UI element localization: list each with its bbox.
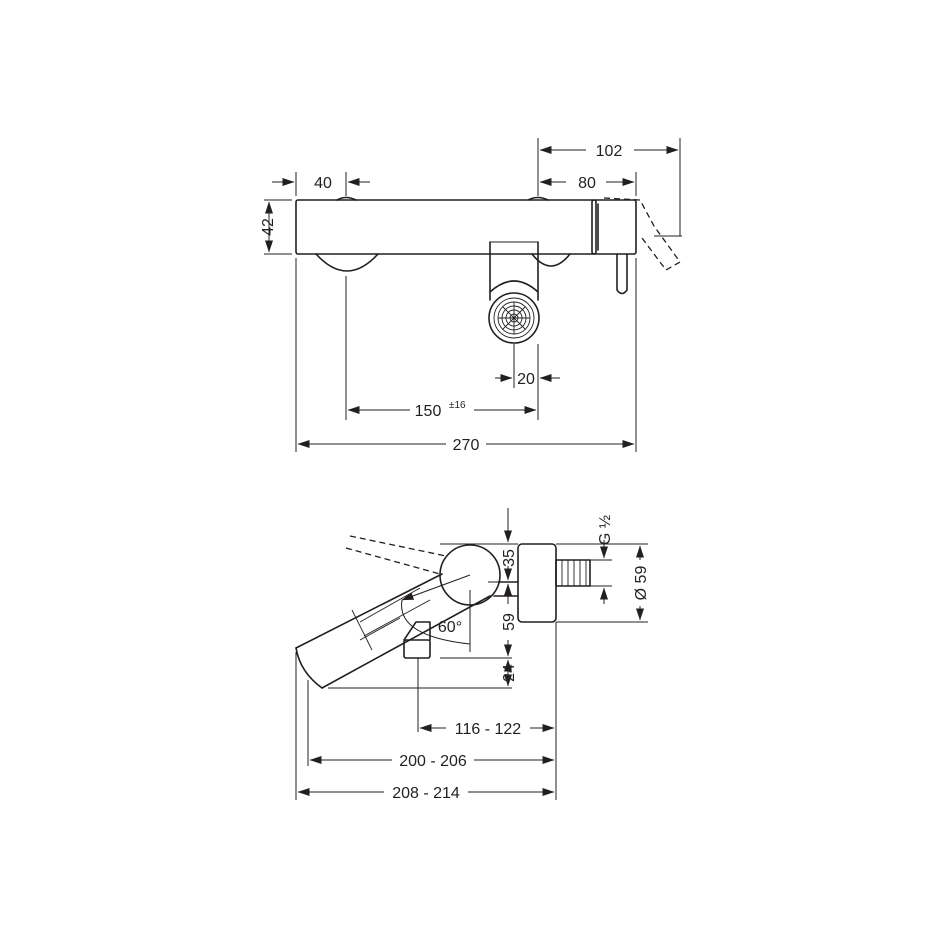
- dim-42: 42: [260, 201, 277, 253]
- dim-24: 24: [501, 659, 518, 687]
- dim-80: 80: [539, 175, 635, 192]
- dim-label-208-214: 208 - 214: [392, 785, 460, 802]
- dim-label-59-vertical: 59: [501, 613, 518, 631]
- dim-thread: G ½: [597, 515, 614, 604]
- dim-116-122: 116 - 122: [419, 721, 555, 738]
- dim-59-vertical: 59: [501, 583, 518, 657]
- spout-nozzle: [403, 621, 431, 659]
- lever-handle: [591, 197, 682, 295]
- dim-label-angle: 60°: [438, 619, 462, 636]
- dim-label-35: 35: [501, 549, 518, 567]
- dim-200-206: 200 - 206: [309, 753, 555, 770]
- dim-label-thread: G ½: [597, 515, 614, 545]
- dim-40: 40: [272, 175, 370, 192]
- side-view: 60° 35 59 2: [295, 508, 650, 802]
- dim-label-150: 150: [415, 403, 442, 420]
- dim-label-116-122: 116 - 122: [455, 721, 522, 738]
- dim-tolerance-150: ±16: [449, 400, 466, 411]
- mixer-body: [295, 196, 597, 301]
- dim-270: 270: [297, 437, 635, 454]
- dim-label-200-206: 200 - 206: [399, 753, 467, 770]
- dim-label-102: 102: [596, 143, 623, 160]
- lever-dashed: [345, 535, 447, 575]
- dim-label-diameter-59: Ø 59: [633, 566, 650, 601]
- dim-150: 150 ±16: [347, 400, 537, 420]
- aerator: [488, 292, 540, 344]
- dim-label-42: 42: [260, 218, 277, 236]
- dim-label-40: 40: [314, 175, 332, 192]
- top-extension-lines: [264, 138, 681, 452]
- side-extension-lines: [295, 543, 648, 800]
- dim-20: 20: [495, 371, 560, 388]
- dim-208-214: 208 - 214: [297, 785, 555, 802]
- top-view: 40 42 102 80 20 150 ±16: [260, 138, 682, 454]
- angle-60: 60°: [401, 574, 471, 652]
- dim-diameter-59: Ø 59: [633, 545, 650, 621]
- dim-label-24: 24: [501, 664, 518, 682]
- dim-label-20: 20: [517, 371, 535, 388]
- wall-flange: [517, 543, 557, 623]
- dim-35: 35: [501, 508, 518, 581]
- dim-label-270: 270: [453, 437, 480, 454]
- dim-102: 102: [539, 143, 679, 160]
- threaded-connector: [555, 559, 591, 587]
- dim-label-80: 80: [578, 175, 596, 192]
